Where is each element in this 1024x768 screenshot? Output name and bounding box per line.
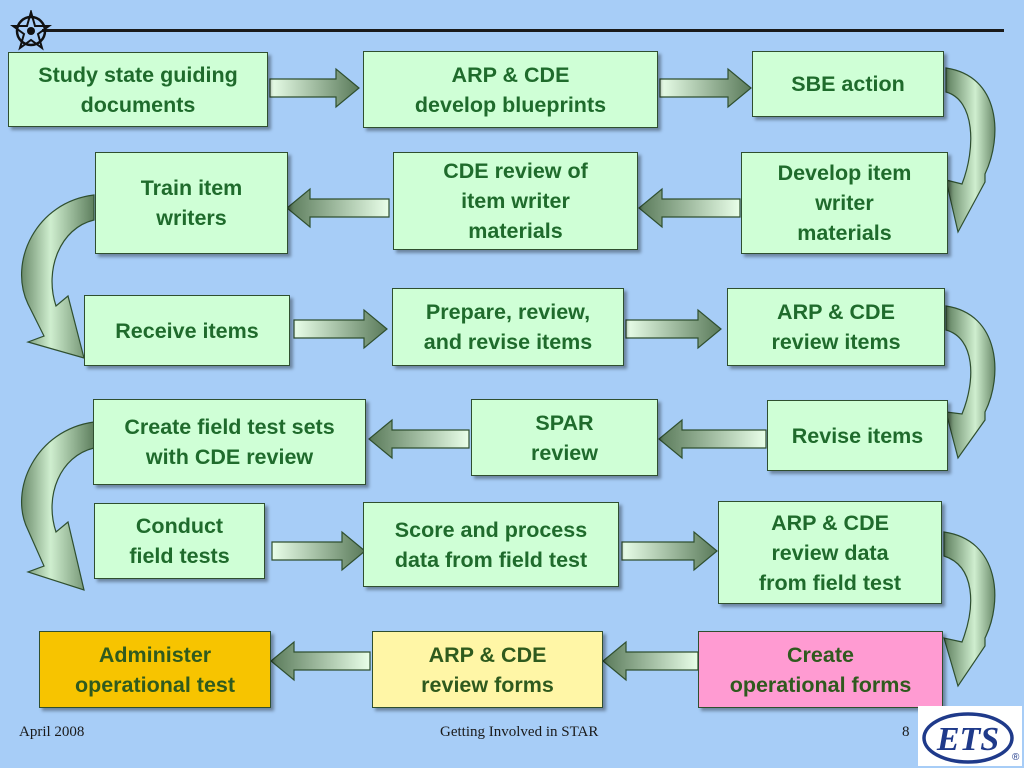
arrow-right-2: [659, 67, 752, 109]
arrow-right-4: [625, 308, 722, 350]
arrow-right-1: [269, 67, 360, 109]
step-create-field-test-sets: Create field test sets with CDE review: [93, 399, 366, 485]
step-sbe-action: SBE action: [752, 51, 944, 117]
step-conduct-field-tests: Conduct field tests: [94, 503, 265, 579]
step-receive-items: Receive items: [84, 295, 290, 366]
step-cde-review-materials: CDE review of item writer materials: [393, 152, 638, 250]
arrow-left-1: [638, 187, 741, 229]
step-spar-review: SPAR review: [471, 399, 658, 476]
step-arp-cde-review-data: ARP & CDE review data from field test: [718, 501, 942, 604]
uturn-right-1: [945, 67, 996, 234]
star-logo-icon: [10, 10, 52, 51]
step-score-process-data: Score and process data from field test: [363, 502, 619, 587]
arrow-left-3: [658, 418, 767, 460]
step-train-item-writers: Train item writers: [95, 152, 288, 254]
uturn-right-3: [943, 531, 996, 688]
step-arp-cde-review-forms: ARP & CDE review forms: [372, 631, 603, 708]
step-revise-items: Revise items: [767, 400, 948, 471]
uturn-left-1: [20, 194, 95, 359]
arrow-left-2: [286, 187, 390, 229]
step-study-documents: Study state guiding documents: [8, 52, 268, 127]
footer-page-number: 8: [902, 724, 910, 740]
step-administer-operational-test: Administer operational test: [39, 631, 271, 708]
arrow-left-4: [368, 418, 470, 460]
ets-logo-text: ETS: [936, 721, 999, 758]
footer-date: April 2008: [19, 724, 85, 740]
arrow-right-3: [293, 308, 388, 350]
arrow-left-5: [602, 640, 699, 682]
step-prepare-review-revise: Prepare, review, and revise items: [392, 288, 624, 366]
arrow-left-6: [270, 640, 371, 682]
step-develop-blueprints: ARP & CDE develop blueprints: [363, 51, 658, 128]
arrow-right-6: [621, 530, 718, 572]
step-arp-cde-review-items: ARP & CDE review items: [727, 288, 945, 366]
uturn-left-2: [20, 421, 95, 591]
step-develop-item-writer-materials: Develop item writer materials: [741, 152, 948, 254]
ets-logo-mark: ®: [1012, 752, 1020, 763]
step-create-operational-forms: Create operational forms: [698, 631, 943, 708]
arrow-right-5: [271, 530, 366, 572]
ets-logo: ETS ®: [918, 706, 1022, 766]
uturn-right-2: [945, 305, 996, 460]
footer-title: Getting Involved in STAR: [440, 724, 599, 740]
header-rule: [42, 29, 1004, 32]
